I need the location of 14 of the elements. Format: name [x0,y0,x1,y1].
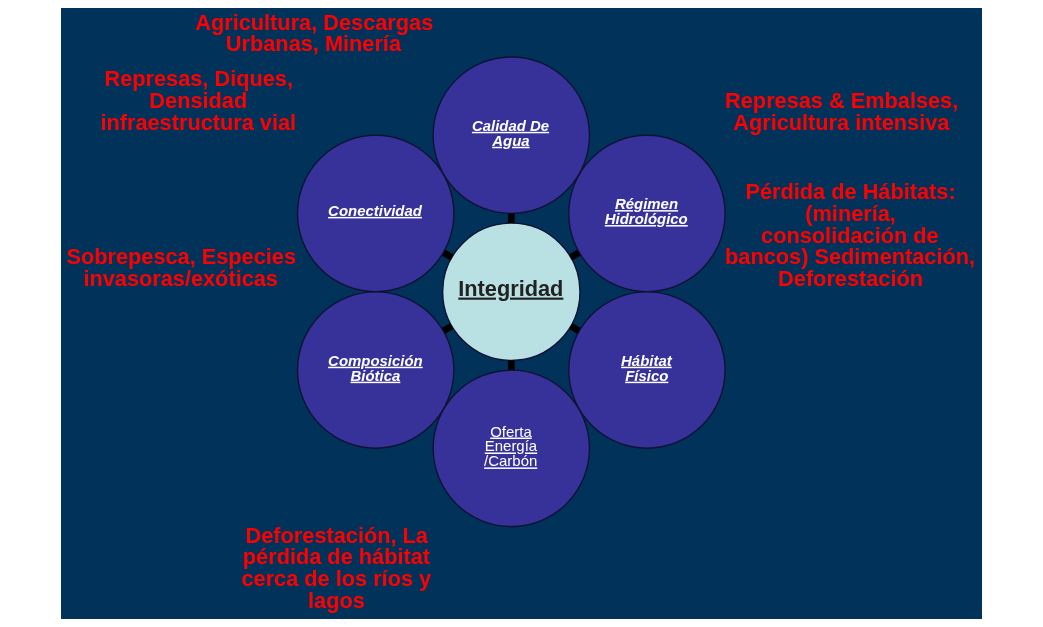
connector [441,249,454,261]
node-label: Represas, Diques, Densidad infraestructura vial [100,66,297,135]
connector [441,323,454,334]
connector [507,360,515,370]
node-label: Agricultura, Descargas Urbanas, Minería [195,9,434,57]
node-circle: Calidad De Agua [432,56,591,214]
connector [569,323,581,334]
node-label: Represas & Embalses, Agricultura intensiva [725,87,959,135]
connector [507,213,515,224]
node-label: Sobrepesca, Especies invasoras/exóticas [66,244,296,292]
node-circle: Oferta Energía /Carbón [432,369,591,528]
node-label: Pérdida de Hábitats: (minería, consolidación de bancos) Sedimentación, Deforestación [725,179,976,292]
node-label: Deforestación, La pérdida de hábitat cerca de los ríos y lagos [241,522,432,613]
connector [569,249,581,261]
